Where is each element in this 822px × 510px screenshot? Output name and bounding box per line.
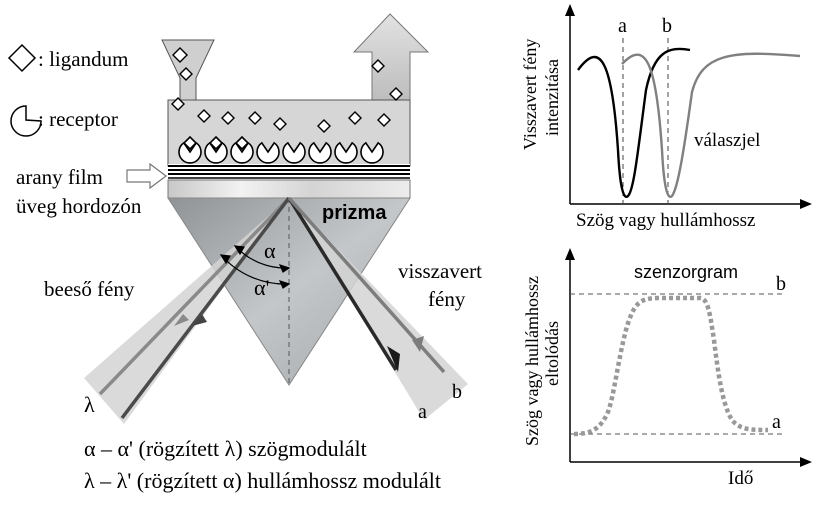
ligand-particles: [171, 47, 403, 133]
y-axis-label-1: Visszavert fény: [520, 39, 540, 150]
beam-b-label: b: [452, 381, 462, 403]
angle-markers: [219, 245, 291, 289]
receptor-shape: [360, 141, 384, 164]
bound-ligand: [234, 135, 250, 151]
level-b-label: b: [776, 273, 786, 295]
receptor-shape: [178, 141, 202, 164]
ligand-particle: [172, 47, 188, 63]
glass-substrate: [167, 179, 411, 199]
reflected-beam-a: [287, 197, 398, 371]
glass-substrate-label: üveg hordozón: [16, 194, 142, 218]
ligand-particle: [179, 67, 193, 81]
gold-film-pointer-arrow: [126, 162, 167, 190]
bound-ligand: [208, 135, 224, 151]
y-axis-label-1: Szög vagy hullámhossz: [522, 276, 542, 446]
prism-label: prizma: [322, 202, 387, 224]
reflected-light-label-1: visszavert: [398, 259, 482, 283]
bound-ligand: [182, 135, 198, 151]
alpha-prime-label: α': [254, 275, 270, 300]
ligand-particle: [197, 109, 211, 123]
receptor-shape: [308, 141, 332, 164]
ligand-particle: [171, 97, 185, 111]
reflectivity-curve-a: [577, 47, 691, 199]
receptor-shape: [334, 141, 358, 164]
incident-light-label: beeső fény: [44, 277, 135, 301]
marker-a-label: a: [618, 15, 627, 37]
receptor-row: [178, 135, 384, 164]
pacman-icon: [10, 105, 42, 137]
ligand-particle: [348, 111, 362, 125]
x-axis-arrow: [800, 199, 812, 209]
ligand-particle: [248, 111, 262, 125]
receptor-shape: [282, 141, 306, 164]
y-axis-label-2: intenzitása: [542, 59, 562, 136]
receptor-shape: [256, 141, 280, 164]
beam-a-label: a: [418, 401, 427, 423]
x-axis-label: Idő: [728, 468, 753, 489]
y-axis-arrow: [565, 248, 575, 260]
y-axis-label-2: eltolódás: [542, 321, 562, 386]
response-label: válaszjel: [694, 130, 760, 151]
sensorgram-title: szenzorgram: [634, 262, 738, 282]
ligand-particle: [389, 87, 403, 101]
wavelength-modulation-caption: λ – λ' (rögzített α) hullámhossz modulál…: [84, 468, 441, 493]
marker-b-label: b: [662, 15, 672, 37]
angle-modulation-caption: α – α' (rögzített λ) szögmodulált: [84, 436, 367, 461]
receptor-shape: [204, 141, 228, 164]
legend-ligand-label: : ligandum: [38, 47, 128, 71]
sensorgram-curve: [573, 295, 769, 437]
ligand-particle: [377, 113, 391, 127]
reflected-beam: [287, 196, 468, 420]
receptor-shape: [230, 141, 254, 164]
level-a-label: a: [772, 411, 781, 433]
reflectivity-chart: a b válaszjel Visszavert fény intenzitás…: [520, 4, 812, 231]
lambda-label: λ: [84, 392, 95, 417]
gold-film-label: arany film: [16, 165, 103, 189]
legend: : ligandum : receptor: [7, 43, 128, 137]
incident-beam: [84, 196, 291, 424]
ligand-particle: [273, 117, 287, 131]
diamond-icon: [7, 43, 37, 73]
reflectivity-curve-b: [621, 52, 801, 199]
ligand-particle: [371, 59, 385, 73]
x-axis-label: Szög vagy hullámhossz: [576, 210, 755, 231]
alpha-label: α: [264, 238, 276, 263]
gold-film-layer: [168, 164, 410, 179]
y-axis-arrow: [565, 4, 575, 16]
reflected-light-label-2: fény: [428, 287, 466, 311]
legend-receptor-label: : receptor: [38, 107, 118, 131]
outlet-arrow: [352, 13, 430, 101]
ligand-particle: [221, 111, 235, 125]
ligand-particle: [317, 119, 331, 133]
sensorgram-chart: szenzorgram b a Szög vagy hullámhossz el…: [522, 248, 812, 489]
x-axis-arrow: [800, 457, 812, 467]
